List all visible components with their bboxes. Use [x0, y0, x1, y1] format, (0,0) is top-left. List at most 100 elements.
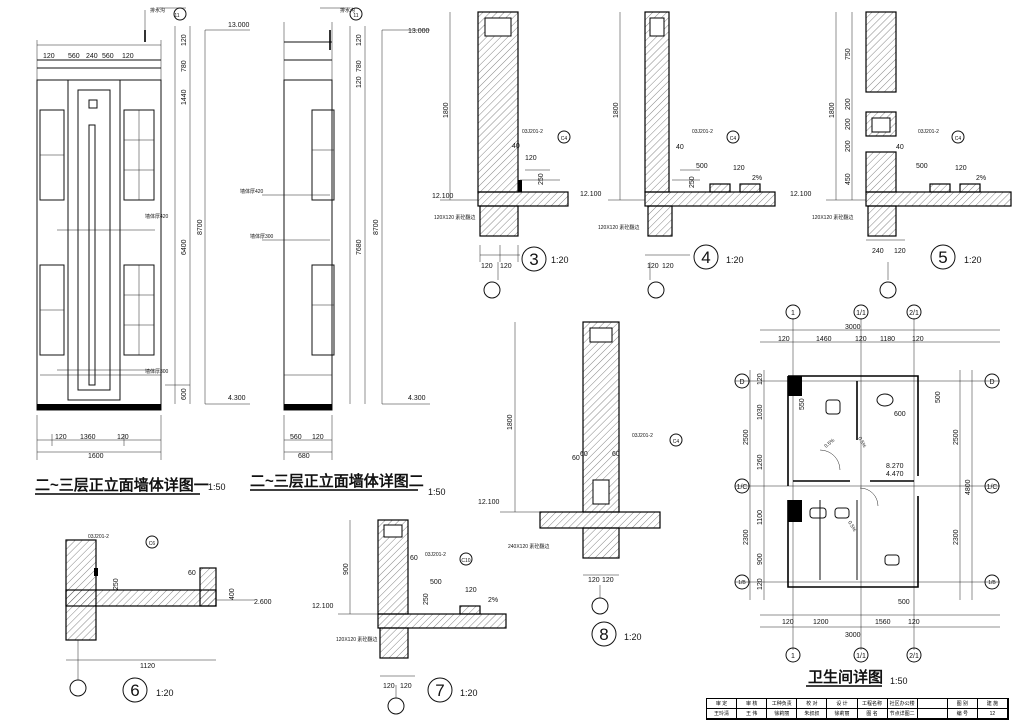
d5-bottom-dim: 120: [894, 248, 906, 255]
d4-dim: 120: [733, 165, 745, 172]
d3-dim: 40: [512, 143, 520, 150]
d5-dim: 40: [896, 144, 904, 151]
d3-bottom-dim: 120: [481, 263, 493, 270]
elev2-scale: 1:50: [428, 487, 446, 497]
wc-axis-bottom: 2/1: [909, 653, 919, 660]
d5-scale: 1:20: [964, 255, 982, 265]
d8-number: 8: [599, 625, 608, 644]
elevation-detail-2: [262, 7, 430, 460]
wc-right-dim: 550: [799, 398, 806, 410]
elev1-side-dim: 120: [181, 34, 188, 46]
d6-number: 6: [130, 681, 139, 700]
d3-dim: 250: [538, 173, 545, 185]
wc-bottom-dim: 120: [908, 619, 920, 626]
detail-3-section: [440, 11, 569, 280]
d5-note: 120X120 素砼翻边: [812, 214, 853, 221]
d3-ref: 03J201-2: [522, 129, 543, 135]
titleblock-cell: 节点详图二: [887, 709, 918, 719]
titleblock-cell: 王玲清: [707, 709, 738, 719]
elev2-note-1: 墙体厚420: [240, 188, 264, 195]
d3-bottom-dim: 120: [500, 263, 512, 270]
d4-ref-sheet: C4: [730, 136, 737, 142]
titleblock-cell: 工种负责: [767, 699, 798, 709]
d8-bottom-dim: 120: [588, 577, 600, 584]
wc-right-total: 4800: [965, 479, 972, 495]
d6-ref-sheet: C6: [149, 541, 156, 547]
d4-note: 120X120 素砼翻边: [598, 224, 639, 231]
elev1-ref: 11: [174, 13, 179, 19]
elev1-note-2: 墙体厚300: [145, 368, 169, 375]
elev1-side-dim: 600: [181, 388, 188, 400]
wc-left-total: 2500: [743, 429, 750, 445]
wc-axis-bottom: 1/1: [856, 653, 866, 660]
titleblock-cell: 图 名: [857, 709, 888, 719]
titleblock-cell: 编 号: [947, 709, 978, 719]
elev2-note-2: 墙体厚300: [250, 233, 274, 240]
detail-6-section: [65, 539, 255, 680]
toilet-plan: [734, 304, 1000, 663]
wc-right-dim: 2500: [953, 429, 960, 445]
d7-number: 7: [435, 681, 444, 700]
elev1-top-dim: 240: [86, 53, 98, 60]
elev1-bottom-dim: 1360: [80, 434, 96, 441]
d5-dim: 200: [845, 140, 852, 152]
titleblock-cell: 王 伟: [737, 709, 768, 719]
elev2-title: 二~三层正立面墙体详图二: [250, 472, 424, 490]
d8-note: 240X120 素砼翻边: [508, 543, 549, 550]
d8-dim: 60: [572, 455, 580, 462]
d8-dim: 60: [580, 451, 588, 458]
elev2-side-dim: 120: [356, 34, 363, 46]
elev2-level-top: 13.000: [408, 28, 430, 35]
d4-height: 1800: [613, 102, 620, 118]
elev1-bottom-dim: 120: [117, 434, 129, 441]
elev1-top-dim: 560: [68, 53, 80, 60]
wc-bottom-total: 3000: [845, 632, 861, 639]
titleblock-cell: 建 施: [977, 699, 1008, 709]
wc-top-dim: 120: [855, 336, 867, 343]
title-block: 审 定 审 核 工种负责 校 对 设 计 工程名称 社区办公楼 图 别 建 施 …: [706, 698, 1009, 720]
wc-left-dim: 900: [757, 553, 764, 565]
d7-ref: 03J201-2: [425, 552, 446, 558]
elev2-ref: 11: [353, 13, 358, 19]
titleblock-cell: [917, 699, 948, 709]
elev2-bottom-dim: 560: [290, 434, 302, 441]
wc-level: 4.470: [886, 471, 904, 478]
titleblock-cell: 设 计: [827, 699, 858, 709]
titleblock-cell: 图 别: [947, 699, 978, 709]
wc-axis-top: 2/1: [909, 310, 919, 317]
d4-bottom-dim: 120: [662, 263, 674, 270]
d8-dim: 60: [612, 451, 620, 458]
elev2-side-dim: 780: [356, 60, 363, 72]
elev2-side-dim: 7680: [356, 239, 363, 255]
wc-left-dim: 120: [757, 578, 764, 590]
wc-axis-side: D: [739, 379, 744, 386]
elev1-top-dim: 120: [43, 53, 55, 60]
titleblock-cell: 朱叔叔: [797, 709, 828, 719]
titleblock-cell: 社区办公楼: [887, 699, 918, 709]
d6-dim: 400: [229, 588, 236, 600]
elev1-total-dim: 8700: [197, 219, 204, 235]
wc-bottom-dim: 120: [782, 619, 794, 626]
wc-slope: 0.5%: [856, 436, 867, 449]
wc-axis-bottom: 1: [791, 653, 795, 660]
wc-top-total: 3000: [845, 324, 861, 331]
titleblock-cell: 工程名称: [857, 699, 888, 709]
wc-top-dim: 120: [912, 336, 924, 343]
titleblock-cell: 徐莉丽: [827, 709, 858, 719]
elev1-top-dims: 120 560 240 560 120: [43, 53, 134, 60]
elev2-width-dim: 680: [298, 453, 310, 460]
elev1-note-top: 排水沟: [150, 7, 165, 14]
d3-ref-sheet: C4: [561, 136, 568, 142]
titleblock-cell: [917, 709, 948, 719]
elev1-bottom-dim: 120: [55, 434, 67, 441]
wc-top-dim: 120: [778, 336, 790, 343]
d5-dim: 450: [845, 173, 852, 185]
d6-dim: 60: [188, 570, 196, 577]
wc-slope: 0.5%: [846, 520, 857, 533]
d4-dim: 500: [696, 163, 708, 170]
elev1-side-dim: 6400: [181, 239, 188, 255]
titleblock-cell: 校 对: [797, 699, 828, 709]
wc-left-dim: 120: [757, 373, 764, 385]
wc-dim-500: 500: [898, 599, 910, 606]
